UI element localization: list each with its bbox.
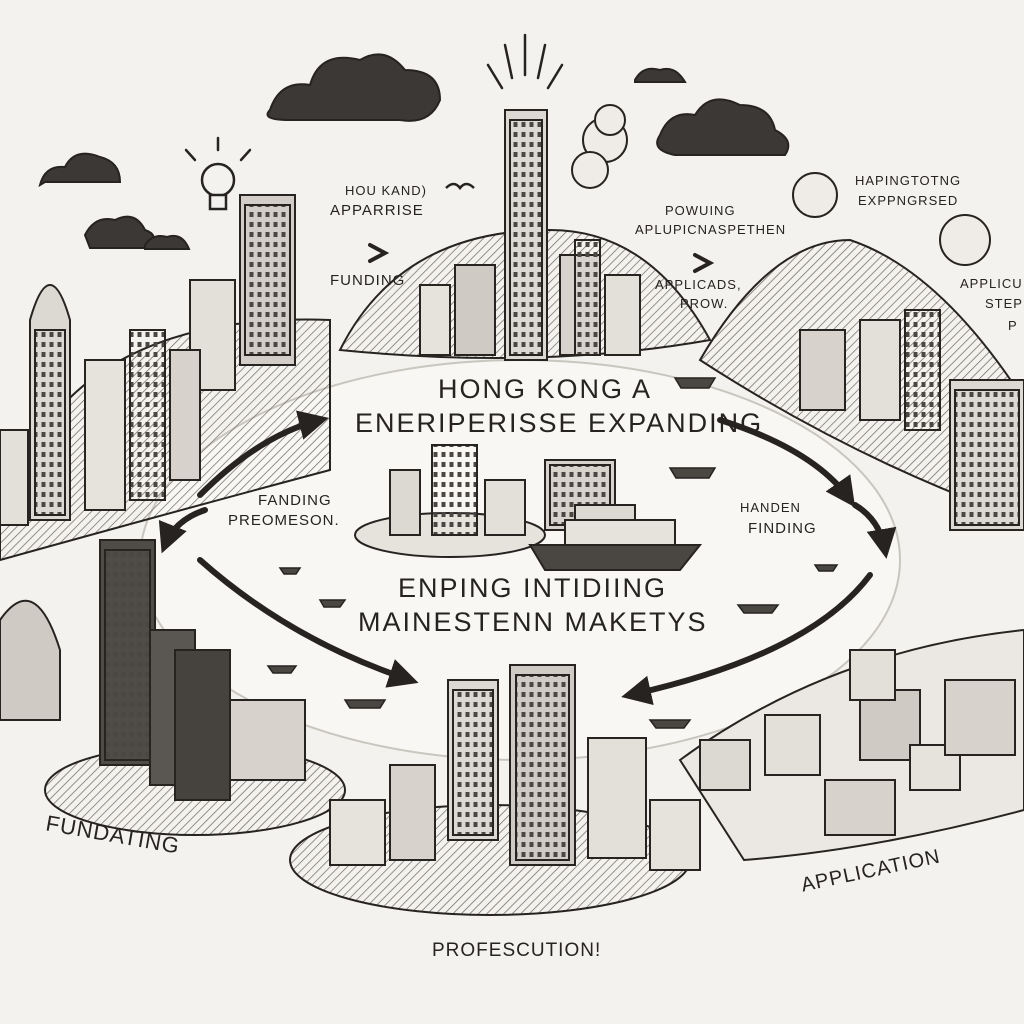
label-top-left-funding: FUNDING (330, 272, 406, 289)
center-line-2: MAINESTENN MAKETYS (358, 607, 708, 637)
label-top-right-2: APLUPICNASPETHEN (635, 222, 787, 237)
center-line-1: ENPING INTIDIING (398, 573, 668, 603)
bird-icon (445, 182, 475, 191)
dome-building (0, 599, 61, 721)
label-left-mid-2: PREOMESON. (228, 512, 340, 529)
label-top-right-4: PROW. (680, 296, 729, 311)
title-line-2: ENERIPERISSE EXPANDING (355, 408, 764, 438)
bottom-right-blocks (678, 628, 1024, 862)
sun-icon (486, 33, 564, 90)
label-edge-right-1: APPLICU (960, 276, 1023, 291)
label-top-right-3: APPLICADS, (655, 277, 742, 292)
arrow-icon (158, 243, 897, 706)
boat-icon (528, 504, 703, 571)
label-top-left-1: HOU KAND) (345, 183, 427, 198)
top-left-skyline (0, 194, 331, 562)
top-right-skyline (698, 238, 1024, 531)
steam-cloud (571, 104, 991, 266)
label-far-right-1: HAPINGTOTNG (855, 173, 962, 188)
label-bottom-center: PROFESCUTION! (432, 940, 602, 961)
cloud-icon (38, 53, 790, 250)
lightbulb-icon (184, 136, 252, 211)
bottom-left-towers (44, 539, 346, 836)
label-far-right-2: EXPPNGRSED (858, 193, 959, 208)
label-right-mid-1: HANDEN (740, 500, 801, 515)
label-edge-right-3: P (1008, 318, 1018, 333)
top-center-island (338, 109, 712, 361)
label-top-left-2: APPARRISE (330, 202, 424, 219)
title-line-1: HONG KONG A (438, 374, 653, 404)
label-right-mid-2: FINDING (748, 520, 817, 537)
small-boats (266, 377, 839, 729)
label-edge-right-2: STEPR (985, 296, 1024, 311)
label-top-right-1: POWUING (665, 203, 736, 218)
bottom-center-cluster (289, 664, 701, 916)
label-left-mid-1: FANDING (258, 492, 332, 509)
